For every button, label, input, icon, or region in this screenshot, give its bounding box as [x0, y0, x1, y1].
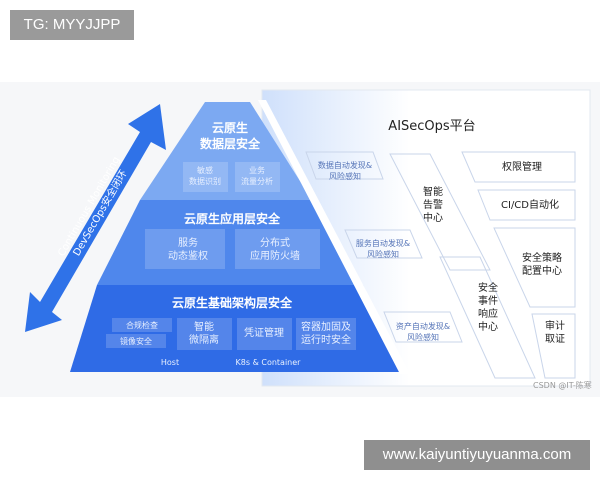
incident-center: 安全事件响应中心	[478, 283, 498, 333]
discovery-item: 资产自动发现&风险感知	[395, 322, 451, 342]
app-item: 分布式应用防火墙	[250, 238, 300, 262]
module-cicd: CI/CD自动化	[501, 200, 559, 211]
infra-item: 容器加固及运行时安全	[301, 322, 351, 346]
diagram-shapes	[25, 89, 591, 387]
double-arrow	[25, 104, 166, 332]
footer-k8s: K8s & Container	[235, 358, 301, 367]
infra-layer-title: 云原生基础架构层安全	[171, 296, 293, 310]
discovery-item: 服务自动发现&风险感知	[355, 239, 411, 259]
infra-item: 智能微隔离	[189, 322, 219, 346]
app-layer-title: 云原生应用层安全	[183, 212, 281, 226]
module-audit: 审计取证	[545, 321, 565, 345]
infra-item: 镜像安全	[120, 337, 152, 346]
separator	[258, 100, 410, 374]
data-layer-title: 云原生数据层安全	[199, 121, 261, 151]
data-item: 业务流量分析	[241, 166, 273, 186]
app-item: 服务动态鉴权	[168, 238, 208, 262]
module-policy: 安全策略配置中心	[522, 253, 562, 277]
data-item: 敏感数据识别	[189, 166, 221, 186]
watermark: www.kaiyuntiyuyuanma.com	[364, 440, 590, 470]
discovery-item: 数据自动发现&风险感知	[317, 161, 373, 181]
overlay-tag: TG: MYYJJPP	[10, 10, 134, 40]
diagram: Continuous Monitoring DevSecOps安全闭环 云原生数…	[0, 82, 600, 397]
credit: CSDN @IT-陈寒	[533, 381, 592, 390]
infra-item: 凭证管理	[244, 328, 284, 339]
pyramid-app-layer	[97, 200, 363, 285]
pyramid-infra-layer	[70, 285, 405, 372]
infra-item: 合规检查	[126, 321, 158, 330]
footer-host: Host	[160, 358, 180, 367]
module-permissions: 权限管理	[502, 162, 542, 173]
pyramid-data-layer	[140, 102, 312, 200]
alert-center: 智能告警中心	[423, 187, 443, 224]
platform-title: AISecOps平台	[388, 119, 476, 134]
